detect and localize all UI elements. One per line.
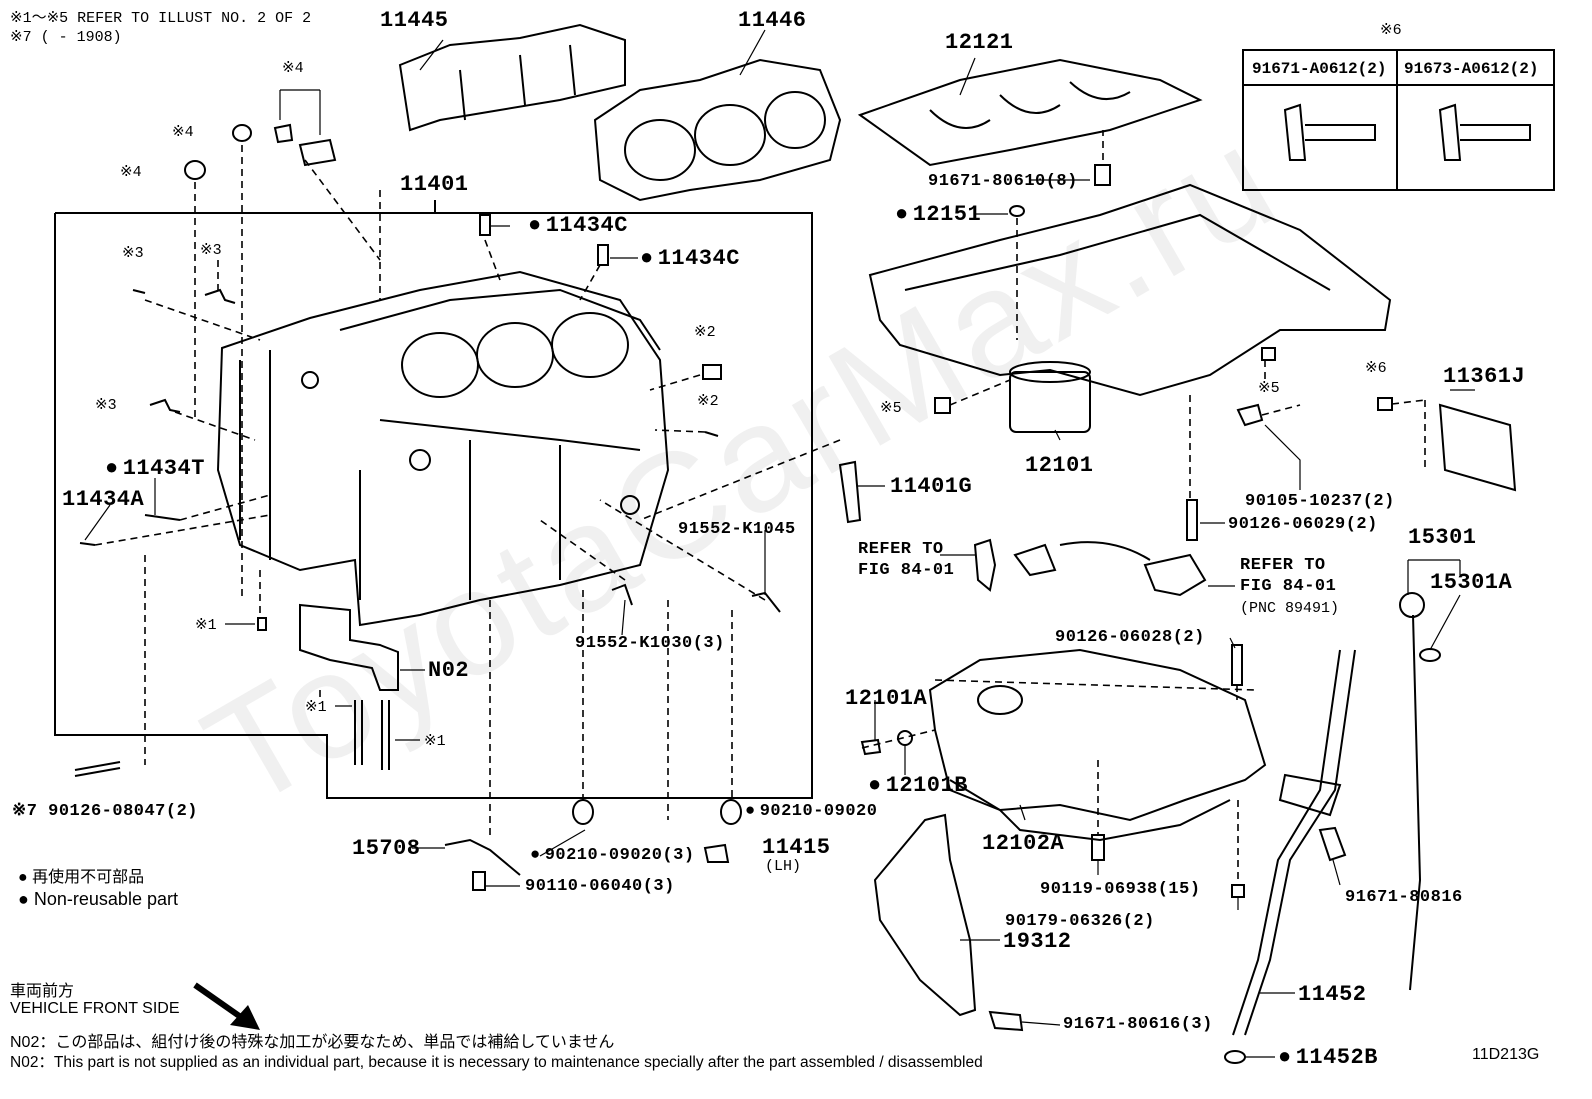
header-note-1: ※1～※5 REFER TO ILLUST NO. 2 OF 2: [10, 10, 312, 27]
ref-mark-4-a: ※4: [282, 60, 304, 77]
part-label-90110-06040[interactable]: 90110-06040(3): [525, 877, 675, 896]
ref6-table-col1[interactable]: 91671-A0612(2): [1252, 60, 1387, 78]
part-label-11361j[interactable]: 11361J: [1443, 364, 1526, 389]
dipstick-guide-drawing: [1244, 649, 1356, 1036]
part-label-11434t[interactable]: 11434T: [105, 456, 205, 481]
ref6-table-col2[interactable]: 91673-A0612(2): [1404, 60, 1539, 78]
shield-19312-drawing: [873, 813, 977, 1017]
part-label-19312[interactable]: 19312: [1003, 929, 1072, 954]
ref-mark-1-c: ※1: [424, 733, 446, 750]
cylinder-block-frame: [54, 212, 813, 799]
part-label-11434c-a[interactable]: 11434C: [528, 213, 628, 238]
ref-mark-7: ※7: [12, 802, 38, 821]
illustration-id: 11D213G: [1472, 1046, 1540, 1063]
ref-mark-3-a: ※3: [122, 245, 144, 262]
front-side-en: VEHICLE FRONT SIDE: [10, 1000, 180, 1017]
part-label-11452[interactable]: 11452: [1298, 982, 1367, 1007]
part-label-15301[interactable]: 15301: [1408, 525, 1477, 550]
part-label-11434a[interactable]: 11434A: [62, 487, 145, 512]
oil-sensor-drawing: [1013, 541, 1151, 577]
ref-mark-4-c: ※4: [120, 164, 142, 181]
header-note-2: ※7 ( - 1908): [10, 29, 122, 46]
part-label-12101[interactable]: 12101: [1025, 453, 1094, 478]
part-label-11415[interactable]: 11415: [762, 835, 831, 860]
part-label-91671-80616[interactable]: 91671-80616(3): [1063, 1015, 1213, 1034]
upper-oil-pan-drawing: [868, 183, 1392, 397]
plate-11361j-drawing: [1438, 403, 1517, 492]
ref-mark-5-b: ※5: [1258, 380, 1280, 397]
non-reusable-dot-icon: ●: [18, 869, 28, 886]
ref-mark-3-c: ※3: [95, 397, 117, 414]
ref-mark-6-b: ※6: [1365, 360, 1387, 377]
dipstick-drawing: [1409, 614, 1422, 991]
ref-mark-4-b: ※4: [172, 124, 194, 141]
footnote-jp: N02：この部品は、組付け後の特殊な加工が必要なため、単品では補給していません: [10, 1034, 615, 1051]
part-label-15708[interactable]: 15708: [352, 836, 421, 861]
legend-jp: ● 再使用不可部品: [18, 863, 144, 887]
lower-oil-pan-drawing: [928, 648, 1267, 822]
part-label-12101a[interactable]: 12101A: [845, 686, 928, 711]
part-label-11434c-b[interactable]: 11434C: [640, 246, 740, 271]
part-label-12121[interactable]: 12121: [945, 30, 1014, 55]
front-side-jp: 車両前方: [10, 983, 75, 1000]
ref-mark-1-a: ※1: [195, 617, 217, 634]
baffle-plate-drawing: [857, 58, 1203, 167]
ref-mark-6-a: ※6: [1380, 22, 1402, 39]
legend-jp-text: 再使用不可部品: [32, 869, 145, 886]
part-label-91552-k1030[interactable]: 91552-K1030(3): [575, 634, 725, 653]
part-label-90126-06028[interactable]: 90126-06028(2): [1055, 628, 1205, 647]
gasket-11446-drawing: [593, 58, 842, 202]
part-label-12102a[interactable]: 12102A: [982, 831, 1065, 856]
refer-note-a-line1: REFER TO: [858, 540, 944, 559]
part-label-90210-09020-3[interactable]: 90210-09020(3): [530, 846, 695, 865]
ref-mark-1-b: ※1: [305, 699, 327, 716]
part-label-15301a[interactable]: 15301A: [1430, 570, 1513, 595]
gasket-shape-drawing: [973, 538, 997, 592]
part-label-90210-09020[interactable]: 90210-09020: [745, 802, 877, 821]
part-label-90119-06938[interactable]: 90119-06938(15): [1040, 880, 1201, 899]
part-label-91671-80816[interactable]: 91671-80816: [1345, 888, 1463, 907]
part-label-91552-k1045[interactable]: 91552-K1045: [678, 520, 796, 539]
ref-mark-2-b: ※2: [697, 393, 719, 410]
footnote-en: N02：This part is not supplied as an indi…: [10, 1054, 983, 1071]
cover-11445-drawing: [398, 23, 626, 132]
front-arrow-icon: [193, 982, 260, 1030]
part-label-12151[interactable]: 12151: [895, 202, 981, 227]
part-label-11452b[interactable]: 11452B: [1278, 1045, 1378, 1070]
refer-note-b-line1: REFER TO: [1240, 556, 1326, 575]
non-reusable-dot-icon-2: ●: [18, 889, 29, 909]
ref-mark-3-b: ※3: [200, 242, 222, 259]
cylinder-block-drawing: [216, 270, 670, 627]
refer-note-b-line2: FIG 84-01: [1240, 577, 1337, 596]
part-label-91671-80610[interactable]: 91671-80610(8): [928, 172, 1078, 191]
part-label-90105-10237[interactable]: 90105-10237(2): [1245, 492, 1395, 511]
part-label-11445[interactable]: 11445: [380, 8, 449, 33]
refer-note-b-line3: (PNC 89491): [1240, 600, 1340, 617]
legend-en-text: Non-reusable part: [33, 889, 178, 909]
part-label-11401g[interactable]: 11401G: [890, 474, 973, 499]
part-label-n02[interactable]: N02: [428, 658, 470, 683]
part-label-12101b[interactable]: 12101B: [868, 773, 968, 798]
ref-mark-5-a: ※5: [880, 400, 902, 417]
part-number-90126-08047: 90126-08047(2): [48, 802, 198, 821]
ref6-table-frame: [1242, 49, 1555, 191]
part-label-90126-08047[interactable]: ※7 90126-08047(2): [12, 800, 198, 821]
ref-mark-2-a: ※2: [694, 324, 716, 341]
part-label-90126-06029[interactable]: 90126-06029(2): [1228, 515, 1378, 534]
refer-note-a-line2: FIG 84-01: [858, 561, 955, 580]
bearing-cap-drawing: [299, 603, 399, 691]
part-label-11415-lh: (LH): [765, 858, 802, 875]
part-label-90179-06326[interactable]: 90179-06326(2): [1005, 912, 1155, 931]
legend-en: ● Non-reusable part: [18, 889, 178, 910]
part-label-11446[interactable]: 11446: [738, 8, 807, 33]
part-label-11401[interactable]: 11401: [400, 172, 469, 197]
